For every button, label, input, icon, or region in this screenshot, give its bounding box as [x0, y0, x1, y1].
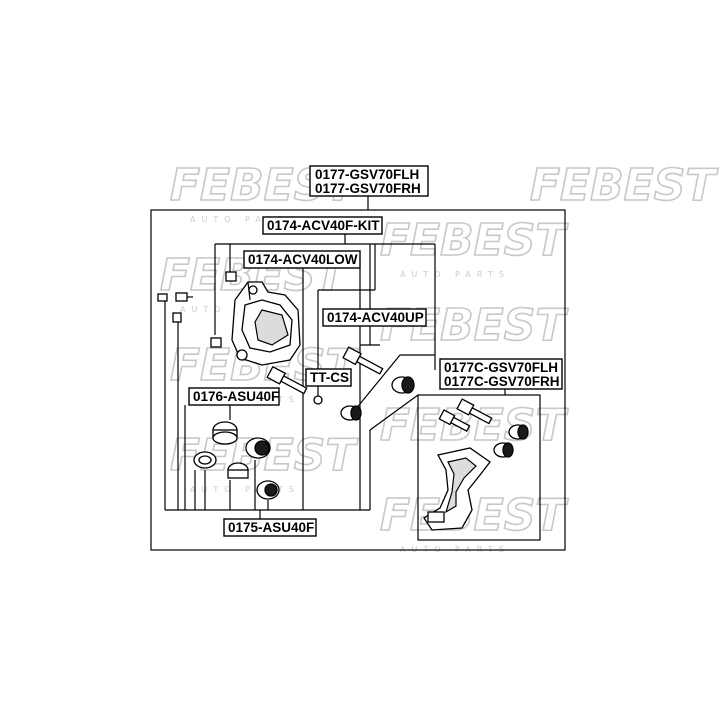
label-bracket: 0177C-GSV70FLH 0177C-GSV70FRH [439, 358, 563, 390]
watermark-tagline: AUTO PARTS [400, 270, 510, 279]
label-text: 0177C-GSV70FLH [444, 360, 558, 375]
label-caliper-assembly: 0177-GSV70FLH 0177-GSV70FRH [309, 165, 429, 197]
label-text: 0177-GSV70FLH [315, 167, 419, 182]
label-text: 0176-ASU40F [193, 389, 279, 404]
label-text: 0177C-GSV70FRH [444, 374, 560, 389]
label-text: 0174-ACV40LOW [248, 252, 358, 267]
pistons-and-seals [193, 421, 280, 500]
bleeder-screws [157, 271, 237, 348]
label-grease: TT-CS [305, 368, 352, 387]
pin-boots [340, 376, 529, 458]
watermark-tagline: AUTO PARTS [180, 305, 290, 314]
watermark-brand: FEBEST [380, 490, 568, 541]
watermark-brand: FEBEST [380, 400, 568, 451]
watermark-brand: FEBEST [530, 160, 718, 211]
watermark-tagline: AUTO PARTS [190, 485, 300, 494]
label-text: 0177-GSV70FRH [315, 181, 421, 196]
label-text: 0174-ACV40F-KIT [267, 218, 380, 233]
bracket-frame [417, 394, 541, 541]
label-text: TT-CS [310, 370, 349, 385]
assembly-frame [150, 209, 566, 551]
label-pin-kit: 0174-ACV40F-KIT [262, 216, 383, 235]
label-pin-lower: 0174-ACV40LOW [243, 250, 361, 269]
watermark-brand: FEBEST [380, 215, 568, 266]
label-piston: 0176-ASU40F [188, 387, 280, 406]
watermark-tagline: AUTO PARTS [190, 215, 300, 224]
label-pin-upper: 0174-ACV40UP [322, 308, 427, 327]
label-repair-kit: 0175-ASU40F [223, 518, 317, 537]
guide-pins [266, 346, 493, 433]
label-text: 0174-ACV40UP [327, 310, 424, 325]
caliper-bracket [423, 447, 491, 531]
label-text: 0175-ASU40F [228, 520, 314, 535]
caliper-housing [231, 281, 301, 366]
